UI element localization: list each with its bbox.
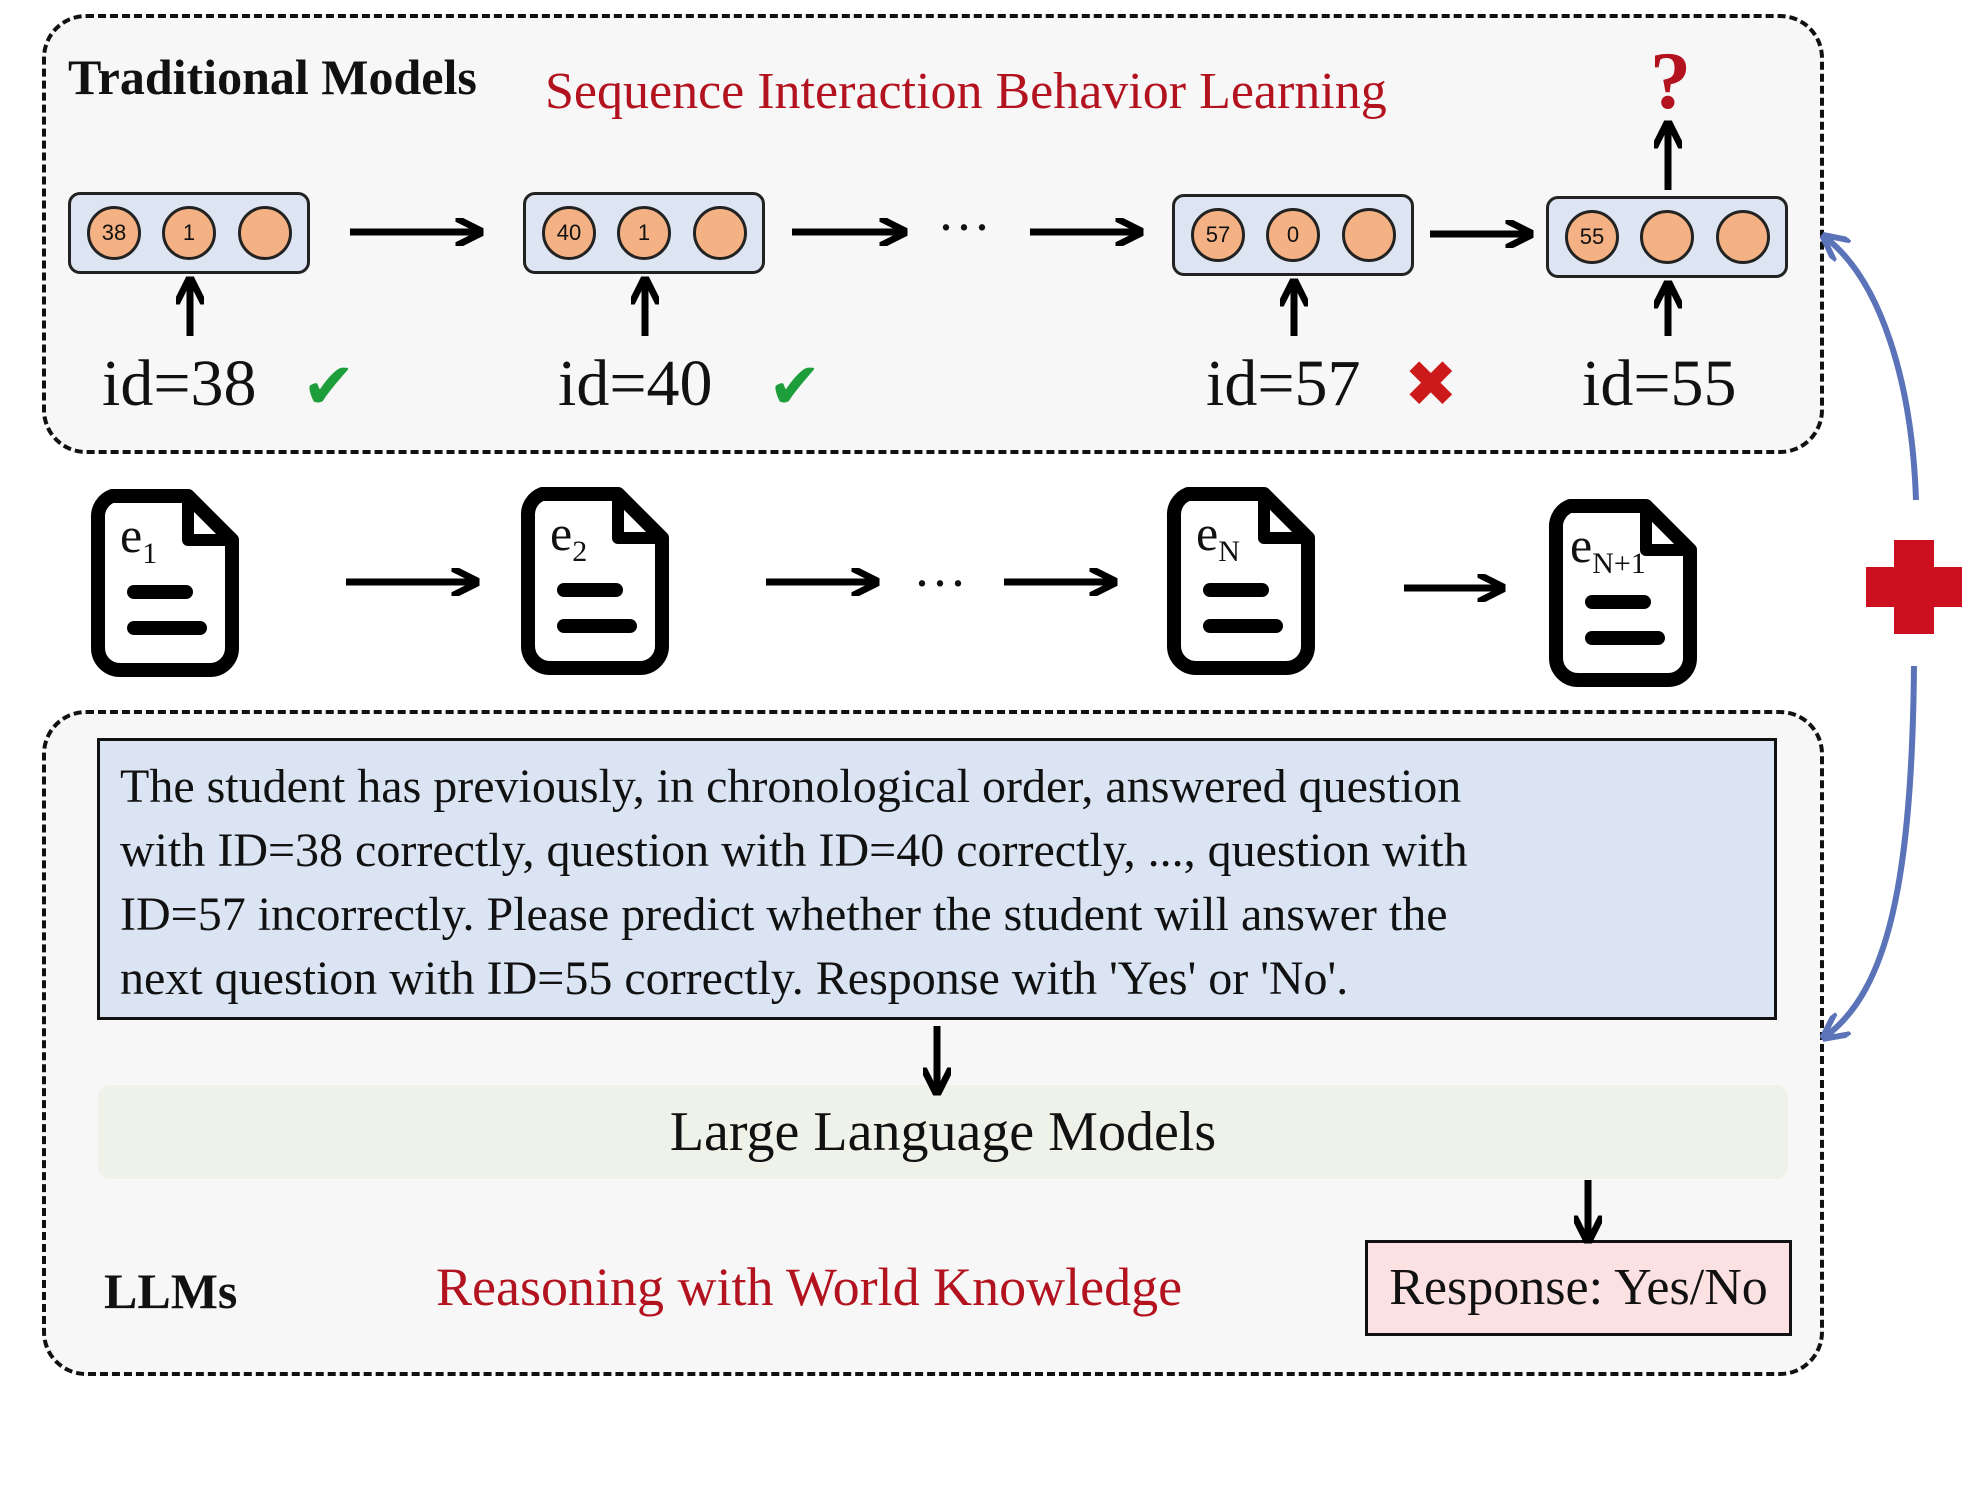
vector-circle-empty <box>238 206 292 260</box>
vector-circle-response: 1 <box>162 206 216 260</box>
exercise-label-1: e1 <box>120 507 158 570</box>
id-label-1: id=38 <box>102 347 257 420</box>
interaction-vector-4: 55 <box>1546 196 1788 278</box>
vector-circle-empty <box>693 206 747 260</box>
incorrect-cross-icon: ✖ <box>1404 348 1458 422</box>
vector-circle-empty <box>1716 210 1770 264</box>
prompt-line-3: ID=57 incorrectly. Please predict whethe… <box>120 888 1448 941</box>
sequence-learning-subtitle: Sequence Interaction Behavior Learning <box>545 63 1387 120</box>
traditional-models-title: Traditional Models <box>68 49 477 105</box>
exercise-label-4: eN+1 <box>1570 517 1646 580</box>
vector-circle-response: 0 <box>1266 208 1320 262</box>
correct-check-icon-2: ✔ <box>768 350 822 424</box>
exercise-document-icon-2 <box>520 487 669 675</box>
sequence-ellipsis: ··· <box>937 197 991 257</box>
vector-circle-response: 1 <box>617 206 671 260</box>
large-language-models-block: Large Language Models <box>98 1085 1788 1179</box>
llms-title: LLMs <box>104 1263 238 1319</box>
vector-circle-id: 40 <box>542 206 596 260</box>
exercise-label-3: eN <box>1196 505 1240 568</box>
fusion-connector-bottom <box>1826 665 1917 1036</box>
vector-circle-id: 38 <box>87 206 141 260</box>
id-label-3: id=57 <box>1206 347 1361 420</box>
response-box: Response: Yes/No <box>1365 1240 1792 1336</box>
fusion-connector-top <box>1826 238 1919 501</box>
vector-circle-id: 57 <box>1191 208 1245 262</box>
prompt-line-1: The student has previously, in chronolog… <box>120 760 1462 813</box>
prompt-text-box: The student has previously, in chronolog… <box>97 738 1777 1020</box>
exercise-document-icon-1 <box>90 489 239 677</box>
interaction-vector-3: 57 0 <box>1172 194 1414 276</box>
id-label-4: id=55 <box>1582 347 1737 420</box>
id-label-2: id=40 <box>558 347 713 420</box>
vector-circle-empty <box>1342 208 1396 262</box>
exercise-label-2: e2 <box>550 505 588 568</box>
combine-plus-icon <box>1866 540 1962 634</box>
correct-check-icon-1: ✔ <box>302 350 356 424</box>
interaction-vector-2: 40 1 <box>523 192 765 274</box>
vector-circle-id: 55 <box>1565 210 1619 264</box>
prompt-line-2: with ID=38 correctly, question with ID=4… <box>120 824 1468 877</box>
interaction-vector-1: 38 1 <box>68 192 310 274</box>
exercise-ellipsis: ··· <box>913 553 967 613</box>
vector-circle-empty <box>1640 210 1694 264</box>
prompt-line-4: next question with ID=55 correctly. Resp… <box>120 952 1349 1005</box>
unknown-prediction-mark: ? <box>1650 35 1691 126</box>
exercise-document-icon-3 <box>1166 487 1315 675</box>
exercise-document-icon-4 <box>1548 499 1697 687</box>
world-knowledge-subtitle: Reasoning with World Knowledge <box>436 1257 1183 1317</box>
